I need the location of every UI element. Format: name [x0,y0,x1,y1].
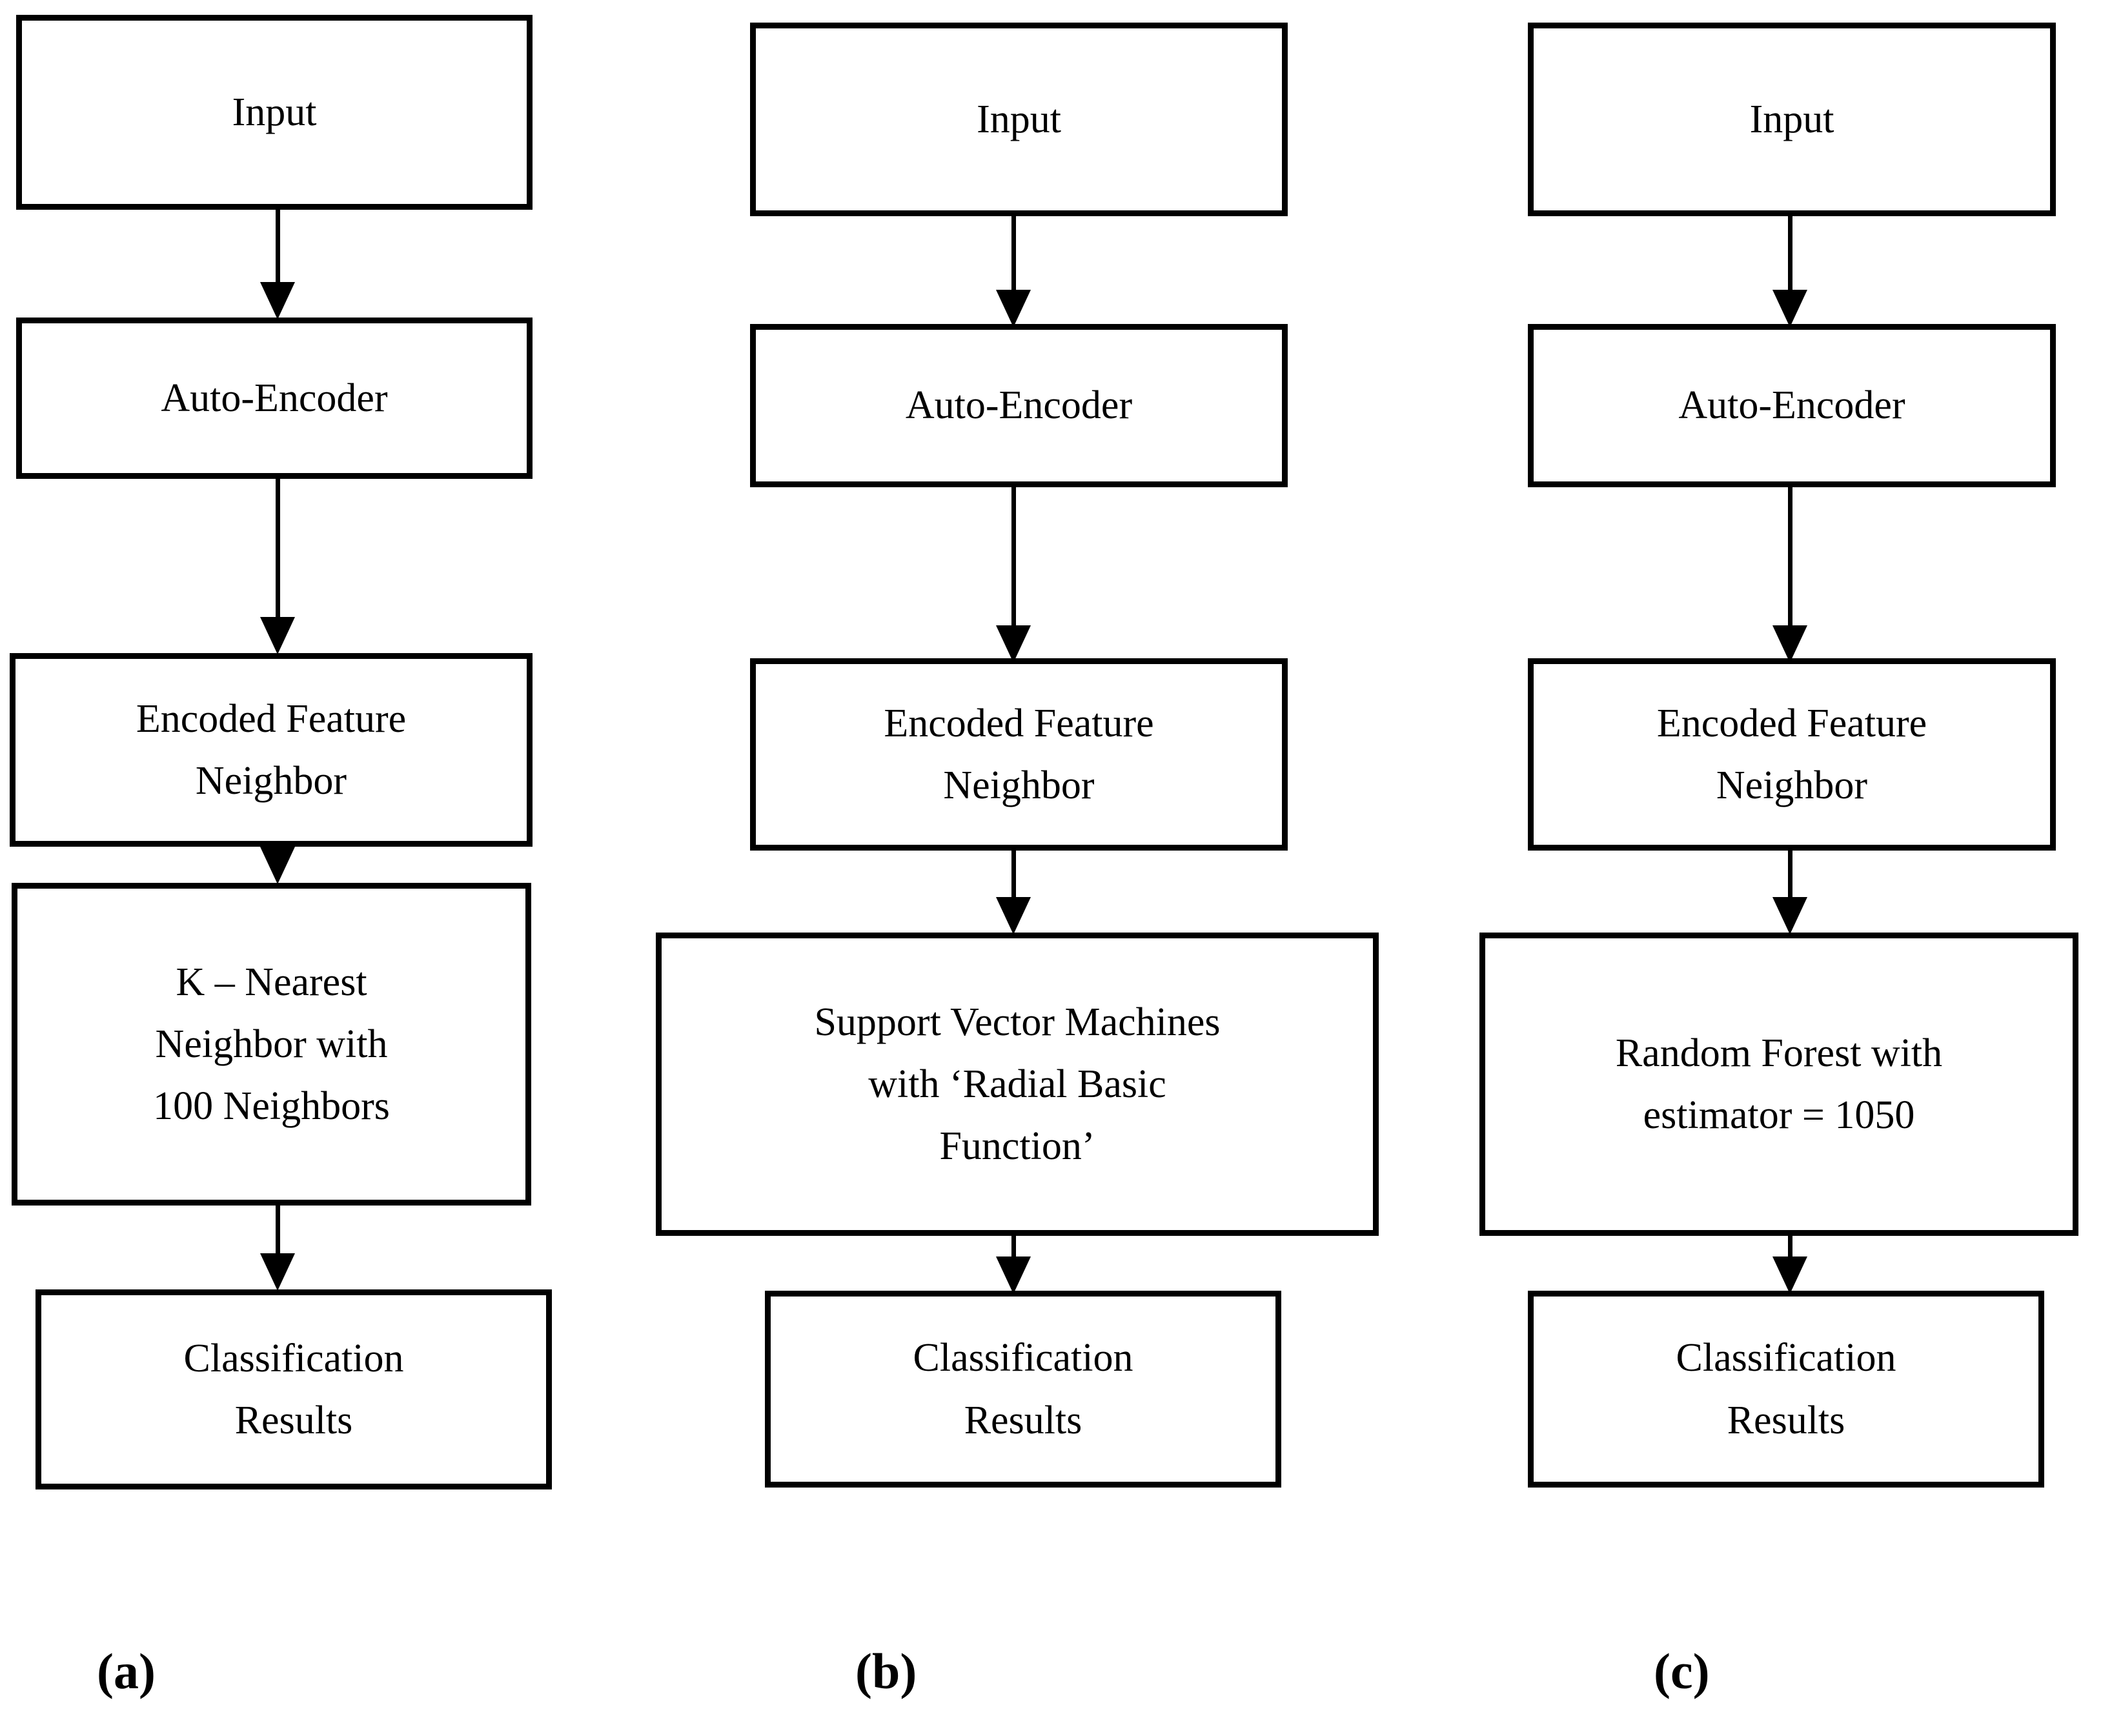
flow-node-c-auto-encoder: Auto-Encoder [1528,324,2056,487]
flow-arrow-a-4 [260,1206,295,1291]
flow-node-text-line: Results [234,1398,353,1442]
flow-node-text-line: Function’ [939,1124,1095,1169]
arrow-shaft [276,479,280,622]
flow-node-a-auto-encoder: Auto-Encoder [16,318,533,479]
flow-arrow-c-3 [1772,851,1807,934]
flow-node-b-support-vector-machines-with-radial-basi: Support Vector Machines with ‘Radial Basi… [656,933,1379,1236]
flow-arrow-b-1 [996,216,1031,327]
arrow-head-icon [1772,290,1807,327]
flow-arrow-b-4 [996,1236,1031,1294]
flow-node-a-input: Input [16,15,533,210]
flow-node-b-auto-encoder: Auto-Encoder [750,324,1288,487]
arrow-head-icon [260,847,295,884]
flow-node-text-line: with ‘Radial Basic [868,1062,1166,1106]
flow-node-text-line: 100 Neighbors [153,1084,390,1129]
arrow-head-icon [996,897,1031,934]
arrow-shaft [1788,1236,1792,1262]
flow-node-text-line: Input [977,97,1061,141]
arrow-head-icon [996,625,1031,663]
flow-arrow-c-1 [1772,216,1807,327]
flow-node-text-line: Input [232,90,317,134]
arrow-shaft [1788,487,1792,631]
arrow-head-icon [996,290,1031,327]
flow-node-text-line: Encoded Feature [884,701,1154,745]
flow-node-text-line: Classification [913,1336,1133,1380]
flow-node-text-line: Encoded Feature [1656,701,1927,745]
flow-node-text-line: Results [1727,1398,1845,1442]
arrow-shaft [1788,216,1792,295]
arrow-head-icon [260,282,295,319]
flow-arrow-b-2 [996,487,1031,663]
flow-node-text-line: Classification [1676,1336,1896,1380]
flow-node-text-line: Classification [183,1336,404,1380]
arrow-head-icon [1772,897,1807,934]
flow-arrow-c-2 [1772,487,1807,663]
flow-node-text-line: Neighbor [195,759,347,803]
arrow-head-icon [260,1253,295,1291]
arrow-shaft [1011,1236,1016,1262]
flow-node-text-line: Auto-Encoder [1678,383,1905,428]
arrow-head-icon [1772,625,1807,663]
flow-node-text-line: Auto-Encoder [161,376,388,420]
flow-arrow-a-2 [260,479,295,654]
arrow-shaft [276,210,280,287]
flow-arrow-c-4 [1772,1236,1807,1294]
flow-node-text-line: Neighbor [943,763,1095,807]
arrow-shaft [1011,851,1016,902]
flow-node-text-line: Input [1749,97,1834,141]
flow-node-text-line: Results [964,1398,1082,1442]
flow-node-text-line: Auto-Encoder [905,383,1133,428]
flow-node-text-line: Neighbor [1716,763,1868,807]
flow-node-text-line: Random Forest with [1615,1031,1943,1075]
arrow-head-icon [1772,1257,1807,1294]
flow-arrow-b-3 [996,851,1031,934]
arrow-shaft [1011,216,1016,295]
flow-node-text-line: estimator = 1050 [1643,1093,1915,1137]
arrow-shaft [276,1206,280,1258]
flow-node-text-line: Encoded Feature [136,696,407,741]
arrow-head-icon [996,1257,1031,1294]
arrow-shaft [1788,851,1792,902]
flow-node-text-line: K – Nearest [176,960,367,1004]
flow-node-c-input: Input [1528,23,2056,216]
panel-caption-c: (c) [1654,1643,1710,1699]
arrow-shaft [1011,487,1016,631]
flow-node-b-input: Input [750,23,1288,216]
flow-node-c-random-forest-with-estimator-1050: Random Forest with estimator = 1050 [1479,933,2078,1236]
flow-arrow-a-3 [260,847,295,884]
flow-node-text-line: Neighbor with [155,1022,388,1066]
arrow-head-icon [260,617,295,654]
flow-node-text-line: Support Vector Machines [814,1000,1221,1044]
panel-caption-b: (b) [855,1643,917,1699]
panel-caption-a: (a) [97,1643,156,1699]
flow-arrow-a-1 [260,210,295,319]
